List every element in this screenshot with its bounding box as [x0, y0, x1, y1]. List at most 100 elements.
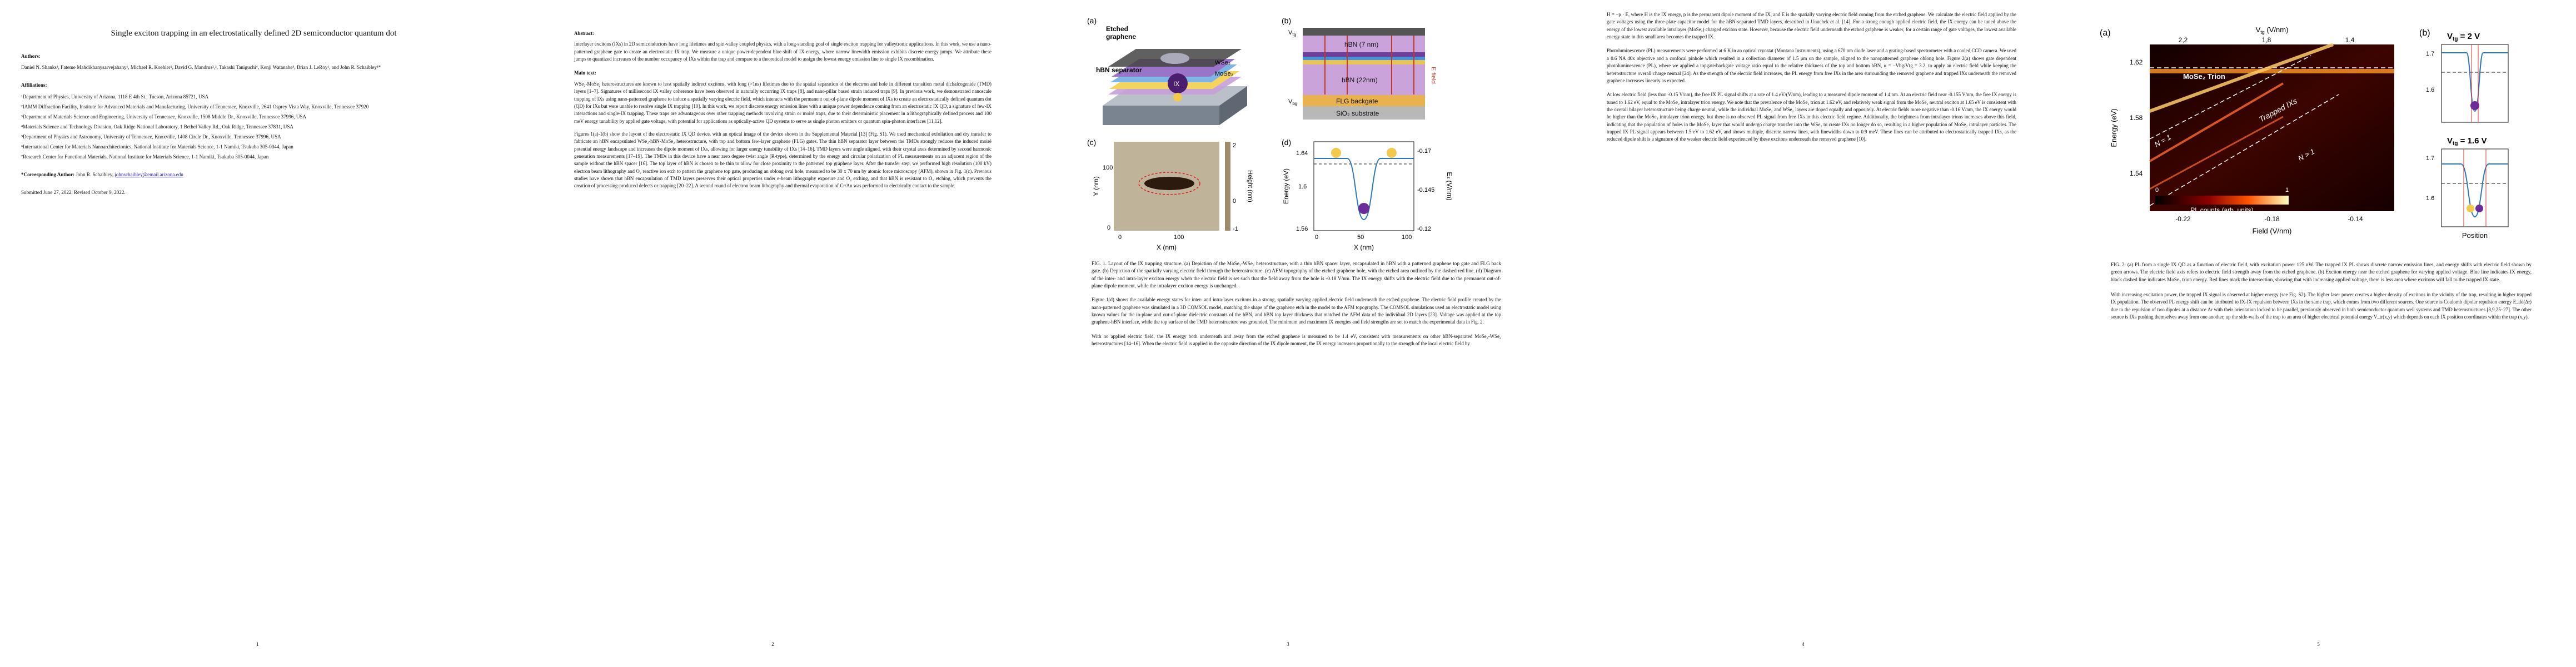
- etched-hole: [1160, 53, 1189, 64]
- etched-label: Etched: [1106, 25, 1128, 33]
- vtg-label: Vtg: [1288, 29, 1296, 37]
- body-paragraph: With no applied electric field, the IX e…: [1092, 333, 1501, 347]
- panel-label: (b): [2419, 28, 2430, 38]
- exciton-marker: [1387, 148, 1397, 158]
- affiliations-list: ¹Department of Physics, University of Ar…: [21, 93, 486, 161]
- cbar-max: 1: [2285, 187, 2289, 193]
- page-3: (a) IX Etched graphene hBN separator WSe…: [1030, 0, 1546, 667]
- fig1b-field-schematic: (b) hBN (7 nm) hBN (22nm) FLG backgate S…: [1282, 16, 1437, 120]
- corresponding-email-link[interactable]: johnschaibley@email.arizona.edu: [114, 172, 183, 178]
- mose2-band: [1303, 60, 1425, 64]
- voltage-2v-label: Vtg = 2 V: [2447, 32, 2480, 42]
- y-tick: 1.64: [1296, 150, 1308, 157]
- y-tick: 1.62: [2130, 58, 2143, 66]
- body-paragraph: H = −p · E, where H is the IX energy, p …: [1607, 12, 2016, 40]
- corresponding-name: John R. Schaibley,: [76, 172, 113, 178]
- panel-label: (a): [2100, 28, 2111, 38]
- trion-label: MoSe₂ Trion: [2183, 72, 2225, 81]
- y-tick: 0: [1107, 225, 1110, 231]
- affiliations-heading: Affiliations:: [21, 82, 47, 88]
- fig1a-device-schematic: (a) IX Etched graphene hBN separator WSe…: [1087, 16, 1247, 125]
- x-axis-label: Field (V/nm): [2253, 227, 2292, 235]
- hbn-top-layer: [1303, 36, 1425, 52]
- body-paragraph: At low electric field (less than -0.15 V…: [1607, 92, 2016, 142]
- body-paragraph: Photoluminescence (PL) measurements were…: [1607, 48, 2016, 83]
- y-tick: 1.56: [1296, 226, 1308, 232]
- corresponding-label: *Corresponding Author:: [21, 172, 75, 178]
- affiliation: ²IAMM Diffraction Facility, Institute fo…: [21, 103, 369, 109]
- x-axis-label: X (nm): [1354, 243, 1374, 251]
- page-2: Abstract: Interlayer excitons (IXs) in 2…: [515, 0, 1030, 667]
- affiliation: ⁴Materials Science and Technology Divisi…: [21, 123, 293, 130]
- affiliation: ⁶International Center for Materials Nano…: [21, 144, 293, 150]
- y2-tick: -0.12: [1417, 226, 1431, 232]
- separator-band: [1303, 57, 1425, 60]
- trap-profile-frame: [2441, 148, 2509, 227]
- y-axis-label: Energy (eV): [1282, 168, 1290, 204]
- x-tick: 50: [1357, 234, 1364, 241]
- hole-particle: [1173, 93, 1182, 102]
- ix-energy-curve: [2442, 163, 2508, 218]
- flg-backgate-bar: [1303, 95, 1425, 106]
- top-axis-label: Vtg (V/nm): [2256, 26, 2289, 35]
- hbn7-label: hBN (7 nm): [1344, 41, 1378, 48]
- affiliation: ⁵Department of Physics and Astronomy, Un…: [21, 133, 281, 140]
- x-axis-label: Position: [2462, 231, 2488, 240]
- page-4: H = −p · E, where H is the IX energy, p …: [1546, 0, 2061, 667]
- trapped-ix-line: [2149, 116, 2284, 190]
- x-axis-label: X (nm): [1157, 243, 1177, 251]
- cbar-min: 0: [2155, 187, 2159, 193]
- substrate-side: [1103, 106, 1219, 125]
- mose2-label: MoSe₂: [1215, 71, 1233, 77]
- ix-marker: [1168, 73, 1188, 93]
- x-tick: -0.14: [2348, 215, 2363, 223]
- wse2-band: [1303, 52, 1425, 57]
- cbar-label: PL counts (arb. units): [2190, 206, 2254, 214]
- plot-frame: [1313, 141, 1414, 231]
- y-tick: 1.7: [2426, 155, 2434, 162]
- figure-1: (a) IX Etched graphene hBN separator WSe…: [1086, 11, 1486, 256]
- ix-label: IX: [1173, 80, 1179, 88]
- x-tick: -0.22: [2175, 215, 2191, 223]
- panel-label: (c): [1087, 138, 1096, 147]
- hbn-separator-label: hBN separator: [1096, 66, 1142, 74]
- page-number: 5: [2317, 641, 2320, 647]
- x-tick: 0: [1118, 234, 1122, 241]
- colorbar: [1225, 142, 1230, 231]
- top-tick: 2,2: [2179, 36, 2188, 44]
- main-paragraph: Figures 1(a)-1(b) show the layout of the…: [574, 131, 991, 189]
- trap-boundary-line: [2149, 94, 2339, 206]
- wse2-label: WSe₂: [1215, 59, 1230, 66]
- page-number: 2: [771, 641, 774, 647]
- vbg-label: Vbg: [1288, 98, 1297, 106]
- y-axis-label: Energy (eV): [2110, 108, 2118, 147]
- flg-label: FLG backgate: [1336, 97, 1378, 105]
- page-1: Single exciton trapping in an electrosta…: [0, 0, 515, 667]
- authors-list: Daniel N. Shanks¹, Fateme Mahdikhanysarv…: [21, 64, 381, 71]
- ix-energy-curve: [1314, 158, 1414, 221]
- colorbar: [2155, 196, 2289, 205]
- y-tick: 1.6: [1298, 183, 1307, 190]
- cbar-label: Height (nm): [1247, 170, 1253, 202]
- top-gate-bar: [1303, 28, 1425, 36]
- trapped-ix-marker: [2470, 101, 2479, 110]
- etched-hole-region: [1144, 177, 1194, 190]
- trap-boundary-line: [2149, 55, 2311, 140]
- abstract-heading: Abstract:: [574, 31, 594, 36]
- sio2-substrate-bar: [1303, 106, 1425, 120]
- page-number: 3: [1287, 641, 1289, 647]
- hbn-bottom-layer: [1303, 64, 1425, 95]
- trapped-ix-marker: [2467, 205, 2474, 212]
- graphene-label: graphene: [1106, 33, 1136, 41]
- fig2b-trap-profiles: (b) Vtg = 2 V 1.7 1.6 Vtg = 1.6 V 1.7 1.…: [2419, 28, 2509, 240]
- free-ix-line: [2149, 43, 2334, 113]
- figure-2-caption: FIG. 2: (a) PL from a single IX QD as a …: [2111, 262, 2532, 282]
- cbar-tick: 2: [1233, 142, 1236, 149]
- y2-tick: -0.145: [1417, 187, 1434, 193]
- page-5: (a) 0 1 PL counts (arb. units) MoSe₂ Tri…: [2061, 0, 2576, 667]
- ix-energy-curve: [2442, 52, 2508, 112]
- sio2-label: SiO₂ substrate: [1336, 109, 1379, 117]
- main-paragraph: WSe₂-MoSe₂ heterostructures are known to…: [574, 81, 991, 124]
- y2-axis-label: Ez (V/nm): [1446, 172, 1453, 200]
- trapped-ix-line: [2149, 82, 2284, 162]
